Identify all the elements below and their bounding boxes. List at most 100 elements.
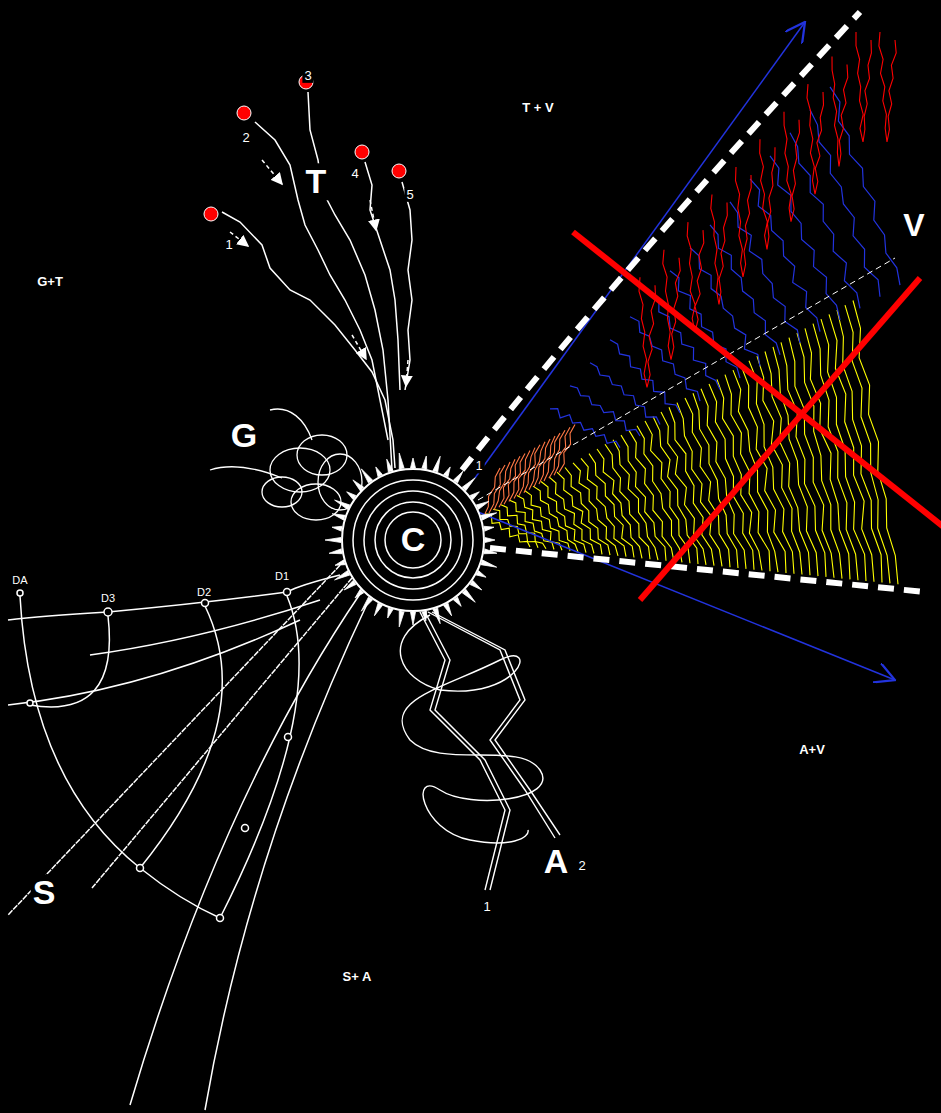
red-loop [856,32,871,142]
t-tree [222,92,412,470]
region-letter: A [542,843,571,880]
red-loop [711,195,728,305]
a-loop [400,615,543,843]
red-dot [204,207,218,221]
sun-spike [388,608,393,618]
red-bar [573,232,941,528]
yellow-hatch [637,426,682,563]
yellow-hatch [781,342,826,577]
t-branch [365,162,400,390]
sun-spike [410,458,415,468]
yellow-hatch [573,463,618,556]
s-node [137,865,144,872]
t-branch [222,212,395,468]
sun-spike [361,597,372,611]
callout-number: 1 [223,238,234,252]
s-node [17,590,23,596]
sun-spike [462,589,475,602]
orange-hatch [539,436,555,484]
callout-number: 1 [474,460,485,473]
blue-hatch [550,409,620,448]
red-dot [237,106,251,120]
sun-spike [410,612,415,625]
red-loop [879,32,896,142]
s-node [242,825,249,832]
s-node [285,734,292,741]
yellow-hatch [597,449,642,558]
callout-number: 2 [576,859,587,873]
v-fan [484,32,900,584]
red-loop [784,112,800,222]
blue-hatch [570,386,640,436]
sun-spike [399,453,404,469]
sun-spike [433,608,440,624]
sun-spike [332,514,345,520]
sun-spike [433,456,440,472]
yellow-hatch [501,505,546,549]
point-label: D1 [273,570,291,582]
t-branch [308,92,392,470]
a-zigzag [432,612,560,835]
t-arrow [370,200,376,230]
yellow-hatch [517,495,562,550]
orange-hatch [529,442,545,490]
sun-spike [335,500,350,510]
blue-hatch [830,87,900,285]
s-node [27,700,33,706]
yellow-hatch [757,356,802,574]
g-loop [210,467,282,478]
ring [385,512,441,568]
yellow-hatch [565,468,610,556]
sun-spike [422,611,427,621]
yellow-hatch [581,458,626,556]
red-loop [807,84,824,194]
orange-hatch [519,448,535,496]
red-dot [355,145,369,159]
a-path [400,612,560,890]
point-label: D2 [195,586,213,598]
red-dot [392,164,406,178]
ring [375,502,451,578]
t-arrow [262,160,282,184]
v-frame [462,12,941,680]
sun-spike [485,537,495,542]
concentric-circle: C [341,468,485,612]
s-ray [92,578,352,888]
blue-hatch [770,156,840,320]
dashed-boundary [490,548,925,592]
red-loop [736,167,752,277]
region-letter: V [901,208,926,243]
red-loop [687,222,704,332]
sun-spike [476,501,489,509]
yellow-hatch [605,444,650,559]
yellow-hatch [717,379,762,570]
a-zigzag [428,612,555,838]
red-loop [760,139,775,249]
sun-spikes [325,453,497,627]
blue-hatch [810,110,880,297]
sun-spike [361,469,372,483]
sun-spike [399,611,404,627]
region-letter: S [31,874,58,911]
red-bar [640,278,920,600]
callout-number: 4 [349,167,360,181]
blue-hatch [750,179,820,332]
combo-label: T + V [520,101,555,115]
region-letter: G [229,417,259,454]
blue-arrow [478,512,895,680]
orange-hatch [504,456,520,504]
blue-hatch [790,133,860,309]
g-loop [297,435,347,475]
s-arc [30,616,109,707]
sun-spike [484,526,494,531]
sun-spike [422,456,427,469]
blue-arrow [475,22,805,478]
yellow-hatch [797,333,842,579]
ring [364,491,462,589]
s-curve [90,600,320,655]
sun-spike [387,459,393,472]
node-letter: C [396,520,431,560]
s-arc [220,596,299,918]
sun-spike [462,478,475,491]
s-ray [130,594,360,1105]
